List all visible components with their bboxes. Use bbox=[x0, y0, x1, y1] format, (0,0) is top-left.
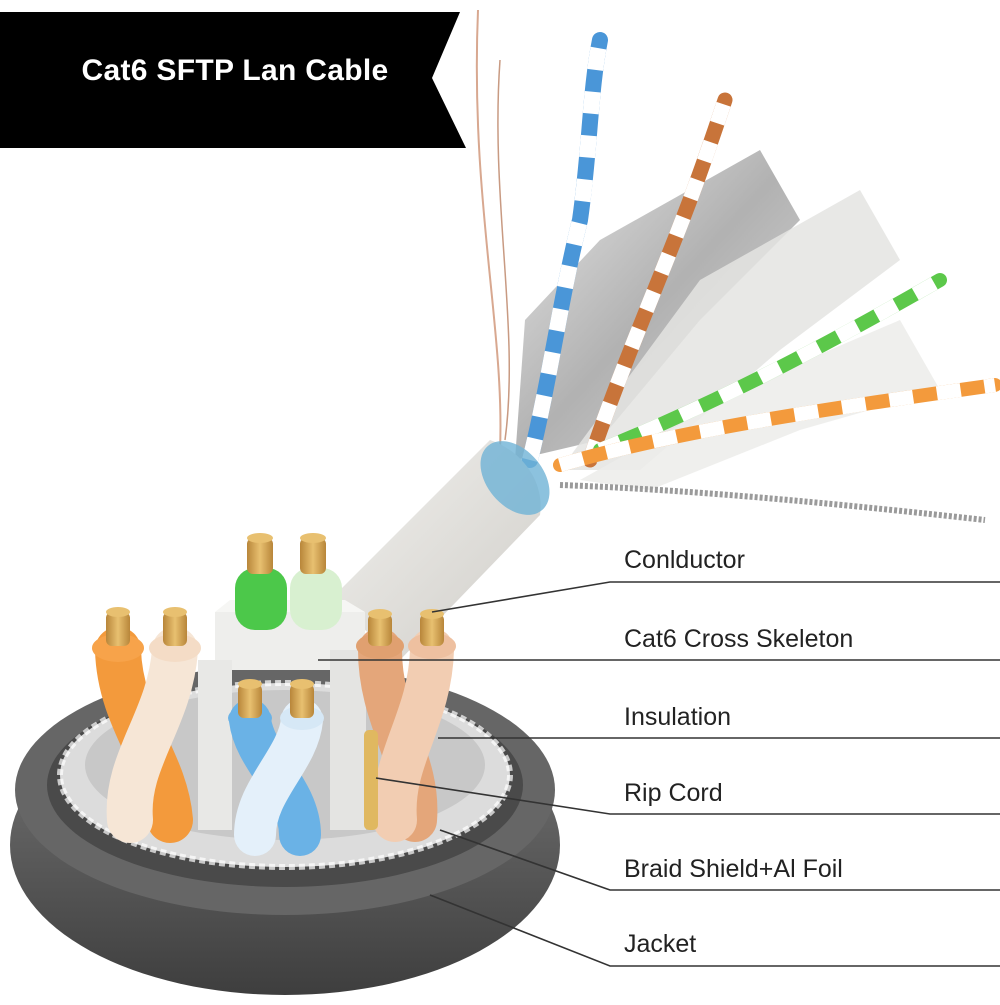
label-jacket: Jacket bbox=[624, 930, 697, 958]
blue-pair bbox=[228, 679, 324, 856]
leader-jacket bbox=[429, 894, 1000, 967]
green-pair bbox=[235, 533, 342, 630]
label-rip-cord: Rip Cord bbox=[624, 779, 723, 807]
cross-section bbox=[10, 533, 560, 995]
label-insulation: Insulation bbox=[624, 703, 732, 731]
banner-shape bbox=[0, 12, 466, 148]
leader-rip-cord bbox=[375, 777, 1000, 815]
title-banner: Cat6 SFTP Lan Cable bbox=[0, 0, 470, 155]
exposed-wires bbox=[475, 9, 1000, 523]
label-shield: Braid Shield+Al Foil bbox=[624, 855, 843, 883]
page-title: Cat6 SFTP Lan Cable bbox=[81, 54, 389, 87]
label-skeleton: Cat6 Cross Skeleton bbox=[624, 625, 854, 653]
leader-shield bbox=[439, 829, 1000, 891]
label-conductor: Conlductor bbox=[624, 546, 745, 574]
leader-conductor bbox=[431, 581, 1000, 613]
leader-lines bbox=[318, 581, 1000, 967]
rip-cord bbox=[364, 730, 378, 830]
orange-pair bbox=[92, 607, 201, 843]
cable-sheath bbox=[330, 440, 550, 660]
brown-pair bbox=[356, 609, 456, 842]
